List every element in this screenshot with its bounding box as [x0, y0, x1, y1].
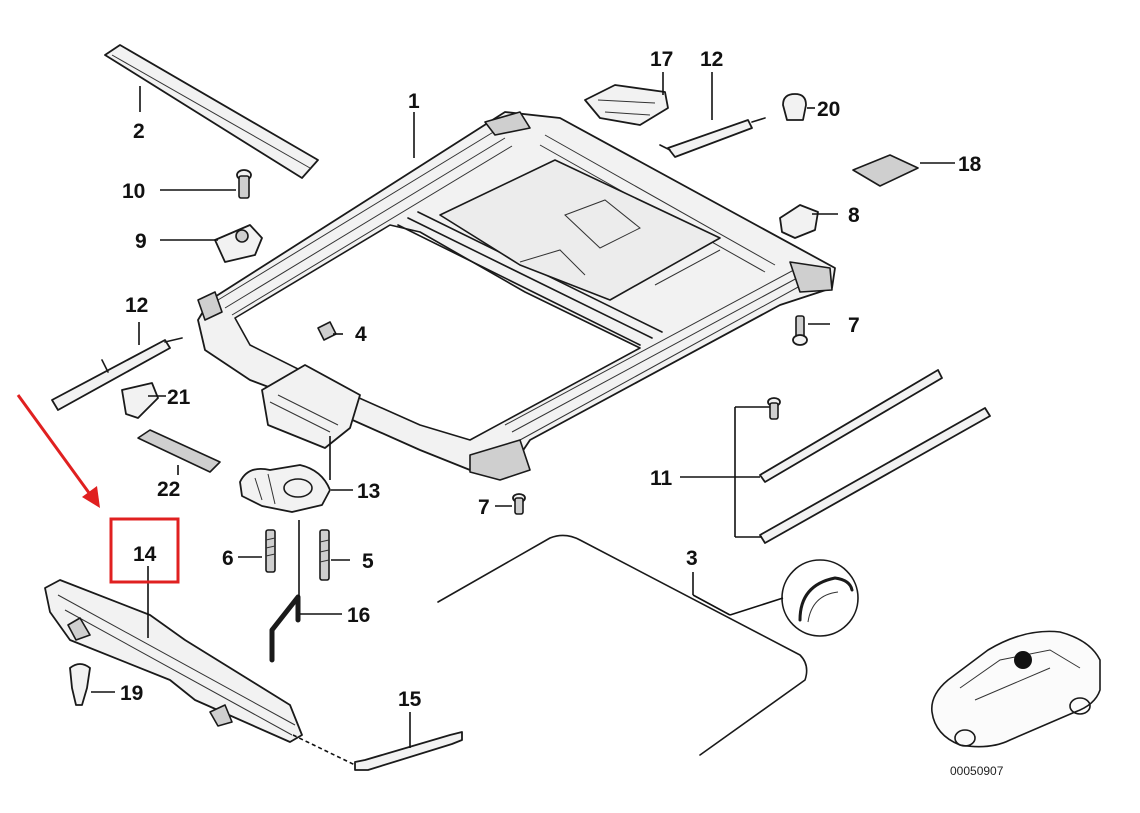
part-20-cap — [782, 93, 807, 121]
label-part-2: 2 — [133, 120, 145, 143]
label-part-9: 9 — [135, 230, 147, 253]
label-part-17: 17 — [650, 48, 673, 71]
part-12-cable-left — [51, 337, 183, 411]
part-3-glass-panel — [437, 534, 859, 756]
label-part-5: 5 — [362, 550, 374, 573]
car-thumbnail-icon — [931, 630, 1101, 748]
label-part-21: 21 — [167, 386, 191, 409]
drawing-code: 00050907 — [950, 764, 1004, 778]
part-14-sunshade — [44, 579, 303, 743]
label-part-12-left: 12 — [125, 294, 148, 317]
label-part-4: 4 — [355, 323, 367, 346]
part-15-bar — [354, 731, 463, 771]
part-18-pad — [852, 154, 919, 187]
label-part-16: 16 — [347, 604, 370, 627]
label-part-10: 10 — [122, 180, 145, 203]
part-2-strip — [104, 44, 319, 179]
label-part-7-bottom: 7 — [478, 496, 490, 519]
part-7-screw-right — [792, 315, 808, 346]
label-part-7-right: 7 — [848, 314, 860, 337]
part-19-pin — [69, 663, 91, 706]
label-part-11: 11 — [650, 467, 673, 490]
part-6-bolt — [265, 529, 276, 573]
label-part-8: 8 — [848, 204, 860, 227]
label-part-18: 18 — [958, 153, 982, 176]
part-17-bracket — [584, 84, 669, 126]
label-part-12-top: 12 — [700, 48, 723, 71]
part-7-screw-bottom — [512, 493, 526, 515]
label-part-14: 14 — [133, 543, 157, 566]
leader-lines — [91, 72, 955, 766]
label-part-22: 22 — [157, 478, 180, 501]
label-part-20: 20 — [817, 98, 840, 121]
part-5-bolt — [319, 529, 330, 581]
highlight-annotation — [16, 394, 180, 584]
label-part-13: 13 — [357, 480, 380, 503]
part-labels: 1 2 3 4 5 6 7 7 8 9 10 11 12 12 13 14 15… — [120, 48, 1004, 778]
label-part-15: 15 — [398, 688, 422, 711]
part-16-crank — [269, 594, 301, 663]
part-21-clip — [121, 382, 159, 419]
label-part-6: 6 — [222, 547, 234, 570]
sunroof-frame — [197, 111, 836, 481]
part-9-bracket — [214, 224, 263, 263]
part-11-rails — [759, 369, 991, 544]
label-part-1: 1 — [408, 90, 420, 113]
part-8-clip — [779, 204, 819, 239]
part-12-cable-top — [659, 117, 766, 158]
part-10-screw — [236, 169, 252, 199]
label-part-19: 19 — [120, 682, 143, 705]
part-22-plate — [137, 429, 221, 473]
label-part-3: 3 — [686, 547, 698, 570]
part-13-motor — [239, 464, 331, 513]
